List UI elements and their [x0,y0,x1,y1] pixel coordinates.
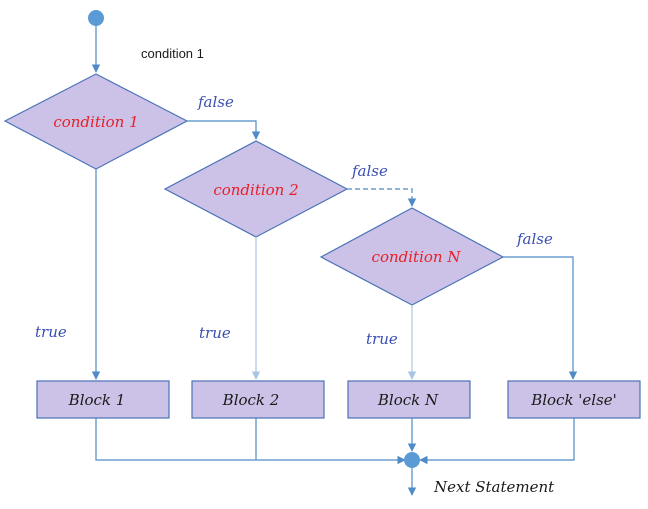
top-condition-label: condition 1 [141,46,204,61]
false-edge-2 [347,188,417,207]
block-n-label: Block N [377,391,439,409]
true-label-1: true [35,323,67,341]
next-statement-label: Next Statement [433,478,555,496]
block-1-label: Block 1 [68,391,126,409]
merge-node [404,452,420,468]
condition-n-label: condition N [372,248,462,266]
false-label-2: false [351,162,388,180]
false-label-n: false [516,230,553,248]
start-node [88,10,104,26]
false-edge-1 [187,120,261,140]
condition-2-label: condition 2 [213,181,298,199]
false-edge-n [503,256,578,380]
block-1 [36,380,170,419]
block-else-label: Block 'else' [530,391,617,409]
condition-1-label: condition 1 [53,113,138,131]
merge-line-1 [95,418,406,465]
true-label-2: true [199,324,231,342]
merge-line-else [419,418,575,465]
block-n [347,380,471,419]
false-label-1: false [197,93,234,111]
block-2 [191,380,325,419]
block-2-label: Block 2 [222,391,280,409]
true-label-n: true [366,330,398,348]
block-else [507,380,641,419]
